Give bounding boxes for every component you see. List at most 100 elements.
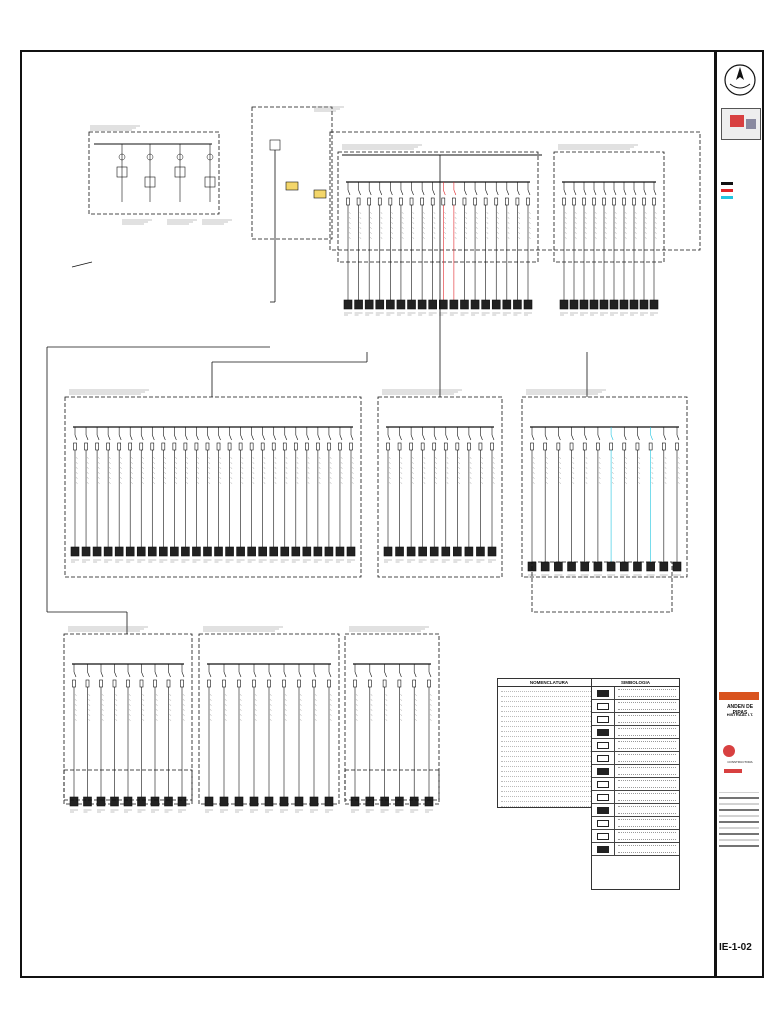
cable-note xyxy=(486,211,489,215)
cable-note xyxy=(388,481,391,485)
transformer-coil xyxy=(206,153,214,161)
symbology-row xyxy=(592,830,679,843)
cable-note xyxy=(625,466,627,470)
cable-note xyxy=(415,713,417,717)
panel-board-mid-right xyxy=(521,396,688,578)
cable-note xyxy=(604,231,607,235)
cable-note xyxy=(208,481,211,485)
cable-note xyxy=(481,461,484,465)
cable-note xyxy=(299,713,302,717)
cable-note xyxy=(142,476,144,480)
breaker-symbol xyxy=(353,679,357,688)
cable-note xyxy=(348,221,351,225)
cable-note xyxy=(654,226,657,230)
load-symbol xyxy=(513,299,522,310)
cable-note xyxy=(164,456,166,460)
cable-note xyxy=(507,216,510,220)
cable-note xyxy=(74,703,77,707)
breaker-symbol xyxy=(452,197,456,206)
cable-note xyxy=(219,461,222,465)
cable-note xyxy=(507,211,510,215)
cable-note xyxy=(359,221,362,225)
symbology-row xyxy=(592,778,679,791)
cable-note xyxy=(486,226,489,230)
cable-note xyxy=(224,708,227,712)
north-arrow-logo xyxy=(724,64,756,96)
breaker-switch xyxy=(339,434,343,441)
breaker-symbol xyxy=(609,442,613,451)
load-symbol xyxy=(460,299,469,310)
cable-note xyxy=(644,231,647,235)
cable-note xyxy=(585,481,588,485)
load-symbol xyxy=(159,546,168,557)
cable-note xyxy=(224,698,227,702)
cable-note xyxy=(197,476,200,480)
breaker-switch xyxy=(593,189,597,196)
cable-note xyxy=(142,698,145,702)
cable-note xyxy=(507,226,510,230)
cable-note xyxy=(574,216,577,220)
cable-note xyxy=(284,708,287,712)
load-symbol xyxy=(249,796,259,807)
cable-note xyxy=(252,481,255,485)
load-symbol xyxy=(258,546,267,557)
cable-note xyxy=(634,221,637,225)
cable-note xyxy=(318,481,321,485)
breaker-symbol xyxy=(443,442,448,451)
key-black-swatch xyxy=(721,182,733,185)
cable-note xyxy=(101,693,104,697)
symbology-row xyxy=(592,765,679,778)
breaker-switch xyxy=(317,434,321,441)
cable-note xyxy=(142,708,145,712)
nomenclature-row xyxy=(501,702,597,707)
breaker-switch xyxy=(422,434,425,441)
cable-note xyxy=(241,481,244,485)
breaker-switch xyxy=(413,671,417,678)
cable-note xyxy=(241,456,244,460)
cable-note xyxy=(585,471,588,475)
breaker-switch xyxy=(610,434,614,441)
breaker-switch xyxy=(400,189,404,196)
cable-note xyxy=(492,461,495,465)
cable-note xyxy=(329,466,332,470)
breaker-switch xyxy=(118,434,122,441)
cable-note xyxy=(624,231,627,235)
cable-note xyxy=(175,481,177,485)
breaker-switch xyxy=(623,434,627,441)
cable-note xyxy=(182,708,185,712)
load-group xyxy=(344,769,440,801)
breaker-switch xyxy=(298,671,302,678)
cable-note xyxy=(380,226,383,230)
symbology-row xyxy=(592,752,679,765)
cable-note xyxy=(307,481,310,485)
cable-note xyxy=(380,216,383,220)
cable-note xyxy=(284,693,287,697)
breaker-switch xyxy=(174,434,177,441)
cable-note xyxy=(574,231,577,235)
cable-note xyxy=(252,461,255,465)
breaker-switch xyxy=(474,189,478,196)
cable-note xyxy=(307,476,310,480)
cable-note xyxy=(284,703,287,707)
cable-note xyxy=(128,708,131,712)
breaker-switch xyxy=(410,434,414,441)
breaker-symbol xyxy=(430,197,435,206)
cable-note xyxy=(664,466,667,470)
cable-note xyxy=(611,471,614,475)
cable-note xyxy=(314,718,317,722)
cable-note xyxy=(572,466,575,470)
breaker-symbol xyxy=(635,442,640,451)
breaker-switch xyxy=(152,434,155,441)
cable-note xyxy=(546,476,548,480)
cable-note xyxy=(254,708,257,712)
breaker-switch xyxy=(432,189,435,196)
symbol-icon xyxy=(592,817,615,829)
breaker-symbol xyxy=(592,197,596,206)
breaker-symbol xyxy=(642,197,646,206)
cable-note xyxy=(388,471,391,475)
cable-note xyxy=(109,456,111,460)
cable-note xyxy=(115,708,118,712)
nomenclature-row xyxy=(501,772,597,777)
load-symbol xyxy=(92,546,102,557)
breaker-switch xyxy=(399,671,402,678)
